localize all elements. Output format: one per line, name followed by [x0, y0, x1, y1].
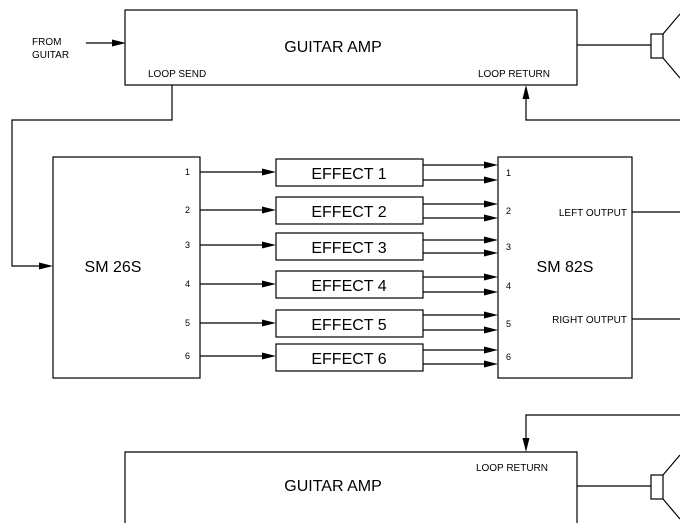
- sm26s-port-6: 6: [185, 351, 190, 361]
- effect-6-box: [275, 343, 424, 372]
- speaker-bottom-cone: [662, 454, 680, 520]
- loop-send-wire: [11, 85, 173, 267]
- effect-4-label: EFFECT 4: [311, 278, 386, 295]
- sm82s-port-1: 1: [506, 168, 511, 178]
- speaker-top-magnet: [650, 33, 664, 59]
- sm82s-box: [497, 156, 633, 379]
- effect-4: EFFECT 4: [200, 270, 498, 299]
- loop-return-bottom-wire: [525, 414, 680, 444]
- loop-return-bottom-arrowhead: [522, 438, 530, 452]
- effect-2-label: EFFECT 2: [311, 204, 386, 221]
- sm26s-port-4: 4: [185, 279, 190, 289]
- effect-1-label: EFFECT 1: [311, 166, 386, 183]
- sm26s-port-3: 3: [185, 240, 190, 250]
- loop-return-label-bottom: LOOP RETURN: [476, 463, 548, 474]
- loop-send-label: LOOP SEND: [148, 69, 206, 80]
- sm26s-label: SM 26S: [85, 259, 142, 276]
- sm26s-port-5: 5: [185, 318, 190, 328]
- effect-6-input-arrowhead: [262, 352, 276, 360]
- sm26s-box: [52, 156, 201, 379]
- sm82s-port-4: 4: [506, 281, 511, 291]
- loop-return-label-top: LOOP RETURN: [478, 69, 550, 80]
- left-output-label: LEFT OUTPUT: [559, 208, 627, 219]
- effect-1-input-arrowhead: [262, 168, 276, 176]
- sm82s-label: SM 82S: [537, 259, 594, 276]
- effect-2: EFFECT 2: [200, 196, 498, 225]
- effect-5-label: EFFECT 5: [311, 317, 386, 334]
- right-output-label: RIGHT OUTPUT: [552, 315, 627, 326]
- effect-3-label: EFFECT 3: [311, 240, 386, 257]
- effect-5: EFFECT 5: [200, 309, 498, 338]
- loop-return-top-wire: [525, 93, 680, 121]
- effect-5-input-arrowhead: [262, 319, 276, 327]
- effect-1: EFFECT 1: [200, 158, 498, 187]
- speaker-top-cone: [662, 13, 680, 79]
- loop-return-top-arrowhead: [522, 85, 530, 99]
- effect-1-box: [275, 158, 424, 187]
- from-guitar-arrowhead: [112, 39, 126, 47]
- effect-2-input-arrowhead: [262, 206, 276, 214]
- sm82s-port-2: 2: [506, 206, 511, 216]
- effect-3: EFFECT 3: [200, 232, 498, 261]
- sm82s-port-3: 3: [506, 242, 511, 252]
- effect-4-box: [275, 270, 424, 299]
- effect-3-box: [275, 232, 424, 261]
- guitar-amp-bottom-box: [124, 451, 578, 523]
- effect-6-label: EFFECT 6: [311, 351, 386, 368]
- sm82s-port-6: 6: [506, 352, 511, 362]
- effect-6: EFFECT 6: [200, 343, 498, 372]
- guitar-amp-top-box: [124, 9, 578, 86]
- from-guitar-label-line2: GUITAR: [32, 50, 69, 61]
- sm82s-port-5: 5: [506, 319, 511, 329]
- effect-2-box: [275, 196, 424, 225]
- from-guitar-label-line1: FROM: [32, 37, 61, 48]
- sm26s-port-1: 1: [185, 167, 190, 177]
- speaker-bottom-magnet: [650, 474, 664, 500]
- sm26s-port-2: 2: [185, 205, 190, 215]
- effect-5-box: [275, 309, 424, 338]
- effect-3-input-arrowhead: [262, 241, 276, 249]
- loop-send-arrowhead: [39, 262, 53, 270]
- guitar-amp-top-title: GUITAR AMP: [284, 39, 382, 56]
- guitar-amp-bottom-title: GUITAR AMP: [284, 478, 382, 495]
- effect-4-input-arrowhead: [262, 280, 276, 288]
